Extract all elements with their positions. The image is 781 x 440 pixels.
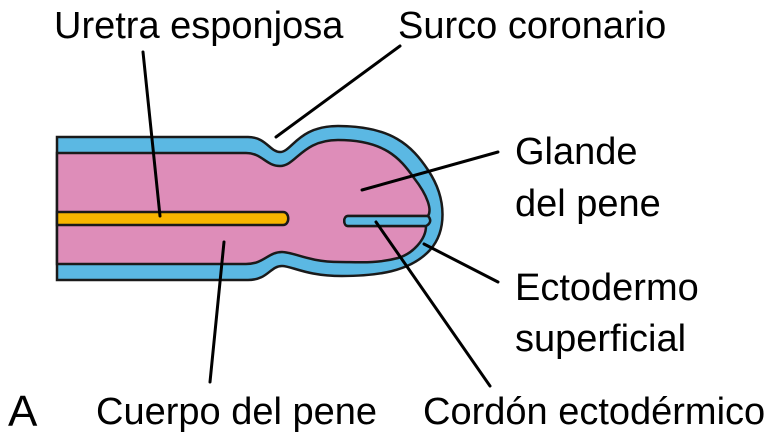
ectodermal-cord: [344, 216, 430, 226]
leader-ectodermo: [424, 244, 498, 282]
label-glande-line2: del pene: [515, 183, 661, 225]
mesenchyme-body: [57, 140, 429, 264]
label-surco-coronario: Surco coronario: [398, 5, 666, 47]
leader-surco-coronario: [276, 46, 400, 137]
label-ectodermo-line1: Ectodermo: [515, 267, 699, 309]
label-cordon-ectodermico: Cordón ectodérmico: [423, 391, 765, 433]
label-uretra-esponjosa: Uretra esponjosa: [54, 5, 344, 47]
spongy-urethra: [57, 212, 288, 225]
label-ectodermo-line2: superficial: [515, 318, 686, 360]
label-cuerpo-del-pene: Cuerpo del pene: [96, 391, 377, 433]
panel-letter: A: [8, 387, 38, 436]
label-glande-line1: Glande: [515, 131, 638, 173]
